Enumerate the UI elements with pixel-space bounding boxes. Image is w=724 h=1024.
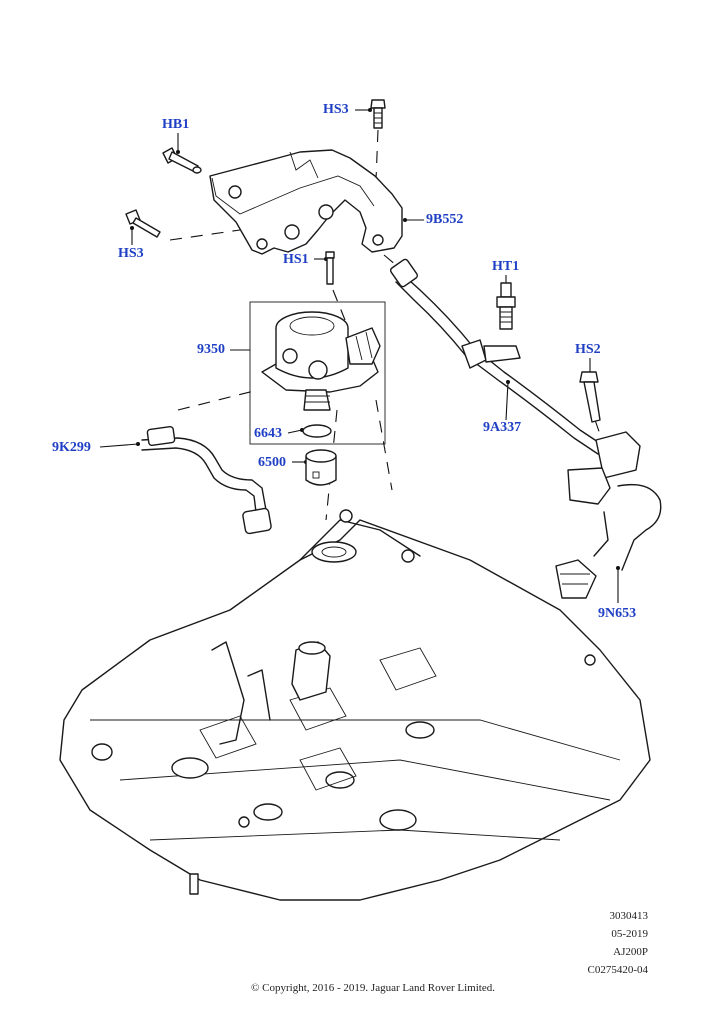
fuel-pipe-9k299[interactable] (141, 425, 272, 535)
bolt-hs3-left[interactable] (125, 209, 161, 238)
fuel-pump-9350[interactable] (261, 311, 381, 411)
callout-hb1[interactable]: HB1 (162, 117, 190, 132)
callout-hs1[interactable]: HS1 (283, 252, 309, 267)
callout-6643[interactable]: 6643 (254, 426, 282, 441)
engine-code: AJ200P (613, 946, 648, 958)
copyright-notice: © Copyright, 2016 - 2019. Jaguar Land Ro… (251, 982, 495, 994)
callout-hs3-top[interactable]: HS3 (323, 102, 349, 117)
harness-9n653[interactable] (555, 431, 662, 599)
diagram-reference: C0275420-04 (587, 964, 649, 976)
heat-shield-9b552[interactable] (209, 149, 403, 255)
assembly-dashed-lines (169, 129, 603, 521)
bolt-hb1[interactable] (162, 147, 202, 174)
callout-hs3-left[interactable]: HS3 (118, 246, 144, 261)
callout-9a337[interactable]: 9A337 (483, 420, 522, 435)
diagram-date: 05-2019 (611, 928, 648, 940)
fuel-pipe-9a337[interactable] (389, 258, 605, 455)
sensor-ht1[interactable] (496, 282, 516, 330)
callout-9k299[interactable]: 9K299 (52, 440, 91, 455)
bolt-hs1[interactable] (325, 251, 335, 285)
callout-9350[interactable]: 9350 (197, 342, 225, 357)
bolt-hs2[interactable] (579, 371, 601, 423)
callout-6500[interactable]: 6500 (258, 455, 286, 470)
callout-hs2[interactable]: HS2 (575, 342, 601, 357)
o-ring-6643[interactable] (302, 424, 332, 438)
bolt-hs3-top[interactable] (370, 99, 386, 129)
callout-9n653[interactable]: 9N653 (598, 606, 637, 621)
diagram-code: 3030413 (609, 910, 649, 922)
pump-detail-box (249, 301, 386, 445)
follower-6500[interactable] (305, 449, 337, 486)
callout-ht1[interactable]: HT1 (492, 259, 520, 274)
callout-9b552[interactable]: 9B552 (426, 212, 464, 227)
engine-cylinder-head (59, 509, 651, 901)
